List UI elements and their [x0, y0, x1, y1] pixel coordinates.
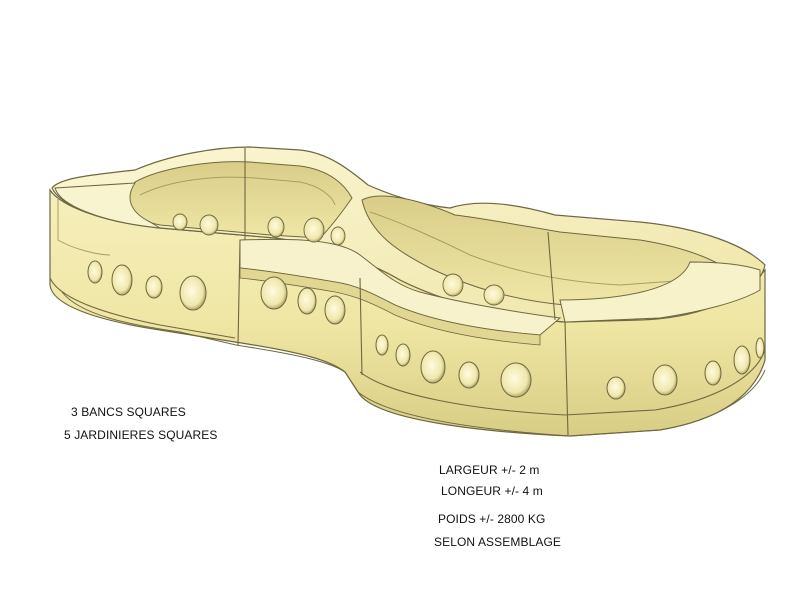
segment-seams — [49, 148, 766, 436]
right-bench — [559, 261, 761, 323]
weight-note: POIDS +/- 2800 KG — [438, 512, 546, 526]
inner-portholes — [172, 213, 505, 306]
planters-count-note: 5 JARDINIERES SQUARES — [64, 428, 218, 442]
width-note: LARGEUR +/- 2 m — [439, 463, 540, 477]
center-bench — [239, 238, 562, 346]
wall-portholes — [87, 260, 765, 400]
length-note: LONGEUR +/- 4 m — [441, 484, 543, 498]
left-bench — [54, 182, 161, 256]
benches-count-note: 3 BANCS SQUARES — [71, 405, 186, 419]
base-plinth — [61, 291, 766, 437]
assembly-note: SELON ASSEMBLAGE — [434, 535, 561, 549]
